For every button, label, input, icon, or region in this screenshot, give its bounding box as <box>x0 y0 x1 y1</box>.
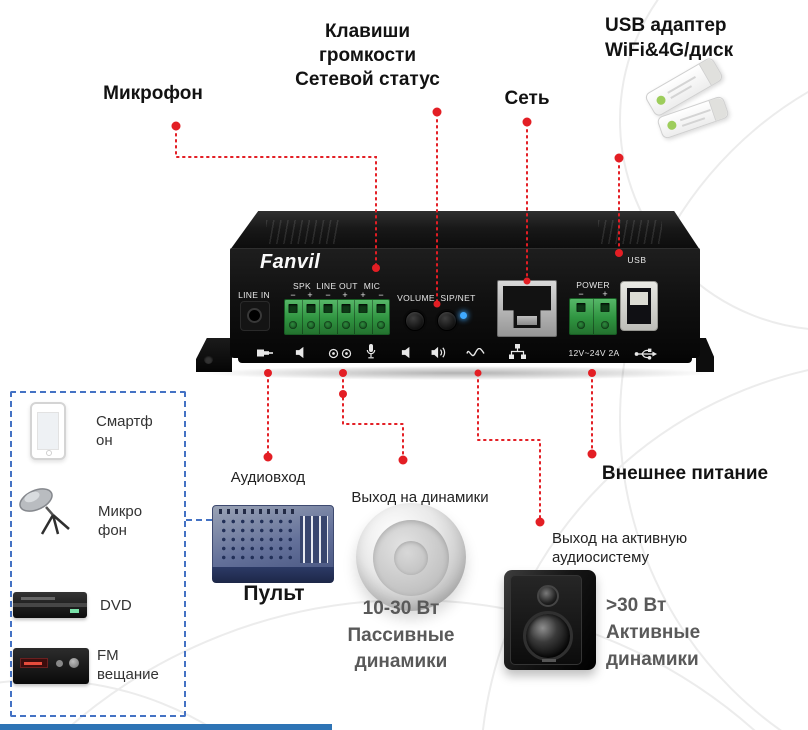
power-terminal-block <box>569 298 617 335</box>
speaker-icon <box>295 346 304 359</box>
audio-sources-group-box <box>10 391 186 717</box>
source-label-microphone: Микро фон <box>98 503 143 539</box>
power-pin-sign: + <box>602 289 608 299</box>
active-speaker-tweeter <box>537 585 559 607</box>
terminal-pin <box>303 300 320 334</box>
voltage-rating-label: 12V~24V 2A <box>568 348 620 358</box>
active-speaker-woofer <box>523 611 573 661</box>
mixing-console-icon <box>212 505 334 583</box>
callout-volume-keys-network-status: Клавиши громкости Сетевой статус <box>295 21 440 90</box>
usb-label: USB <box>627 255 647 265</box>
mixer-top-panel <box>212 505 334 568</box>
terminal-pin <box>355 300 373 334</box>
terminal-pin <box>373 300 390 334</box>
device-vent-left <box>266 220 340 244</box>
source-label-dvd: DVD <box>100 597 132 614</box>
dongle-logo <box>666 119 678 131</box>
line-out-label: LINE OUT <box>316 281 358 291</box>
microphone-icon <box>366 344 376 359</box>
power-label: POWER <box>576 280 610 290</box>
terminal-pin <box>320 300 338 334</box>
sip-net-button <box>437 311 457 331</box>
mixer-jack-row <box>219 509 297 514</box>
bottom-accent-bar <box>0 724 332 730</box>
callout-audio-input: Аудиовход <box>230 469 306 486</box>
line-in-label: LINE IN <box>238 290 270 300</box>
device-vent-right <box>598 220 662 244</box>
usb-port-tongue <box>630 292 648 305</box>
terminal-pin <box>594 299 617 334</box>
fm-knob <box>69 658 79 668</box>
speaker-waves-icon <box>431 346 446 359</box>
callout-speaker-output: Выход на динамики <box>351 489 489 506</box>
callout-microphone: Микрофон <box>103 83 203 104</box>
fm-knob <box>56 660 63 667</box>
active-speaker-icon <box>504 570 596 670</box>
mounting-flange-right <box>696 338 714 372</box>
brand-logo: Fanvil <box>260 251 321 273</box>
mixer-label: Пульт <box>243 582 305 605</box>
callout-network: Сеть <box>504 88 550 109</box>
rca-out-icon <box>328 348 339 359</box>
volume-button <box>405 311 425 331</box>
speaker-terminal-block <box>284 299 390 335</box>
dvd-disc-slot <box>21 597 55 600</box>
active-speakers-label: >30 Вт Активные динамики <box>606 595 701 670</box>
usb-icon <box>634 348 657 360</box>
power-pin-sign: − <box>578 289 584 299</box>
pin-sign: + <box>307 290 313 300</box>
callout-usb-adapter: USB адаптер WiFi&4G/диск <box>605 15 734 61</box>
spk-label: SPK <box>293 281 311 291</box>
line-in-plug-icon <box>257 349 273 357</box>
volume-label: VOLUME <box>397 293 435 303</box>
ceiling-speaker-ring <box>373 520 449 596</box>
device-base <box>238 357 692 363</box>
desk-microphone-icon <box>19 488 70 535</box>
network-icon <box>509 344 526 359</box>
callout-external-power: Внешнее питание <box>601 463 769 484</box>
ceiling-speaker-icon <box>356 503 466 611</box>
fm-display <box>20 658 48 668</box>
rca-out-icon <box>341 348 352 359</box>
flange-screw-hole <box>204 355 213 364</box>
ceiling-speaker-center <box>394 541 428 575</box>
smartphone-home-button <box>46 450 52 456</box>
speaker-icon <box>401 346 410 359</box>
pin-sign: − <box>325 290 331 300</box>
smartphone-icon <box>30 402 66 460</box>
signal-wave-icon <box>466 348 485 357</box>
line-in-port <box>240 301 270 331</box>
sip-net-label: SIP/NET <box>440 293 476 303</box>
mixer-fader-section <box>300 516 328 563</box>
active-speaker-logo <box>542 659 556 662</box>
smartphone-screen <box>37 412 59 450</box>
dvd-front-strip <box>13 603 87 607</box>
active-speaker-front <box>510 575 582 665</box>
mixer-front-edge <box>212 567 334 583</box>
device-shadow <box>205 366 710 380</box>
ethernet-port-pins <box>517 316 537 325</box>
terminal-pin <box>338 300 355 334</box>
callout-active-audio-output: Выход на активную аудиосистему <box>552 530 688 566</box>
pin-sign: − <box>290 290 296 300</box>
pin-sign: − <box>378 290 384 300</box>
pin-sign: + <box>360 290 366 300</box>
terminal-pin <box>285 300 303 334</box>
source-label-fm: FM вещание <box>97 647 159 683</box>
mixer-knob-grid <box>219 517 297 563</box>
source-label-smartphone: Смартф он <box>96 413 153 449</box>
fm-receiver-icon <box>13 648 89 684</box>
mic-label: MIC <box>363 281 381 291</box>
dvd-display <box>70 609 79 613</box>
passive-speakers-label: 10-30 Вт Пассивные динамики <box>347 598 455 672</box>
dongle-logo <box>654 94 668 107</box>
pin-sign: + <box>342 290 348 300</box>
dvd-player-icon <box>13 592 87 618</box>
terminal-pin <box>570 299 594 334</box>
status-led <box>460 312 467 319</box>
